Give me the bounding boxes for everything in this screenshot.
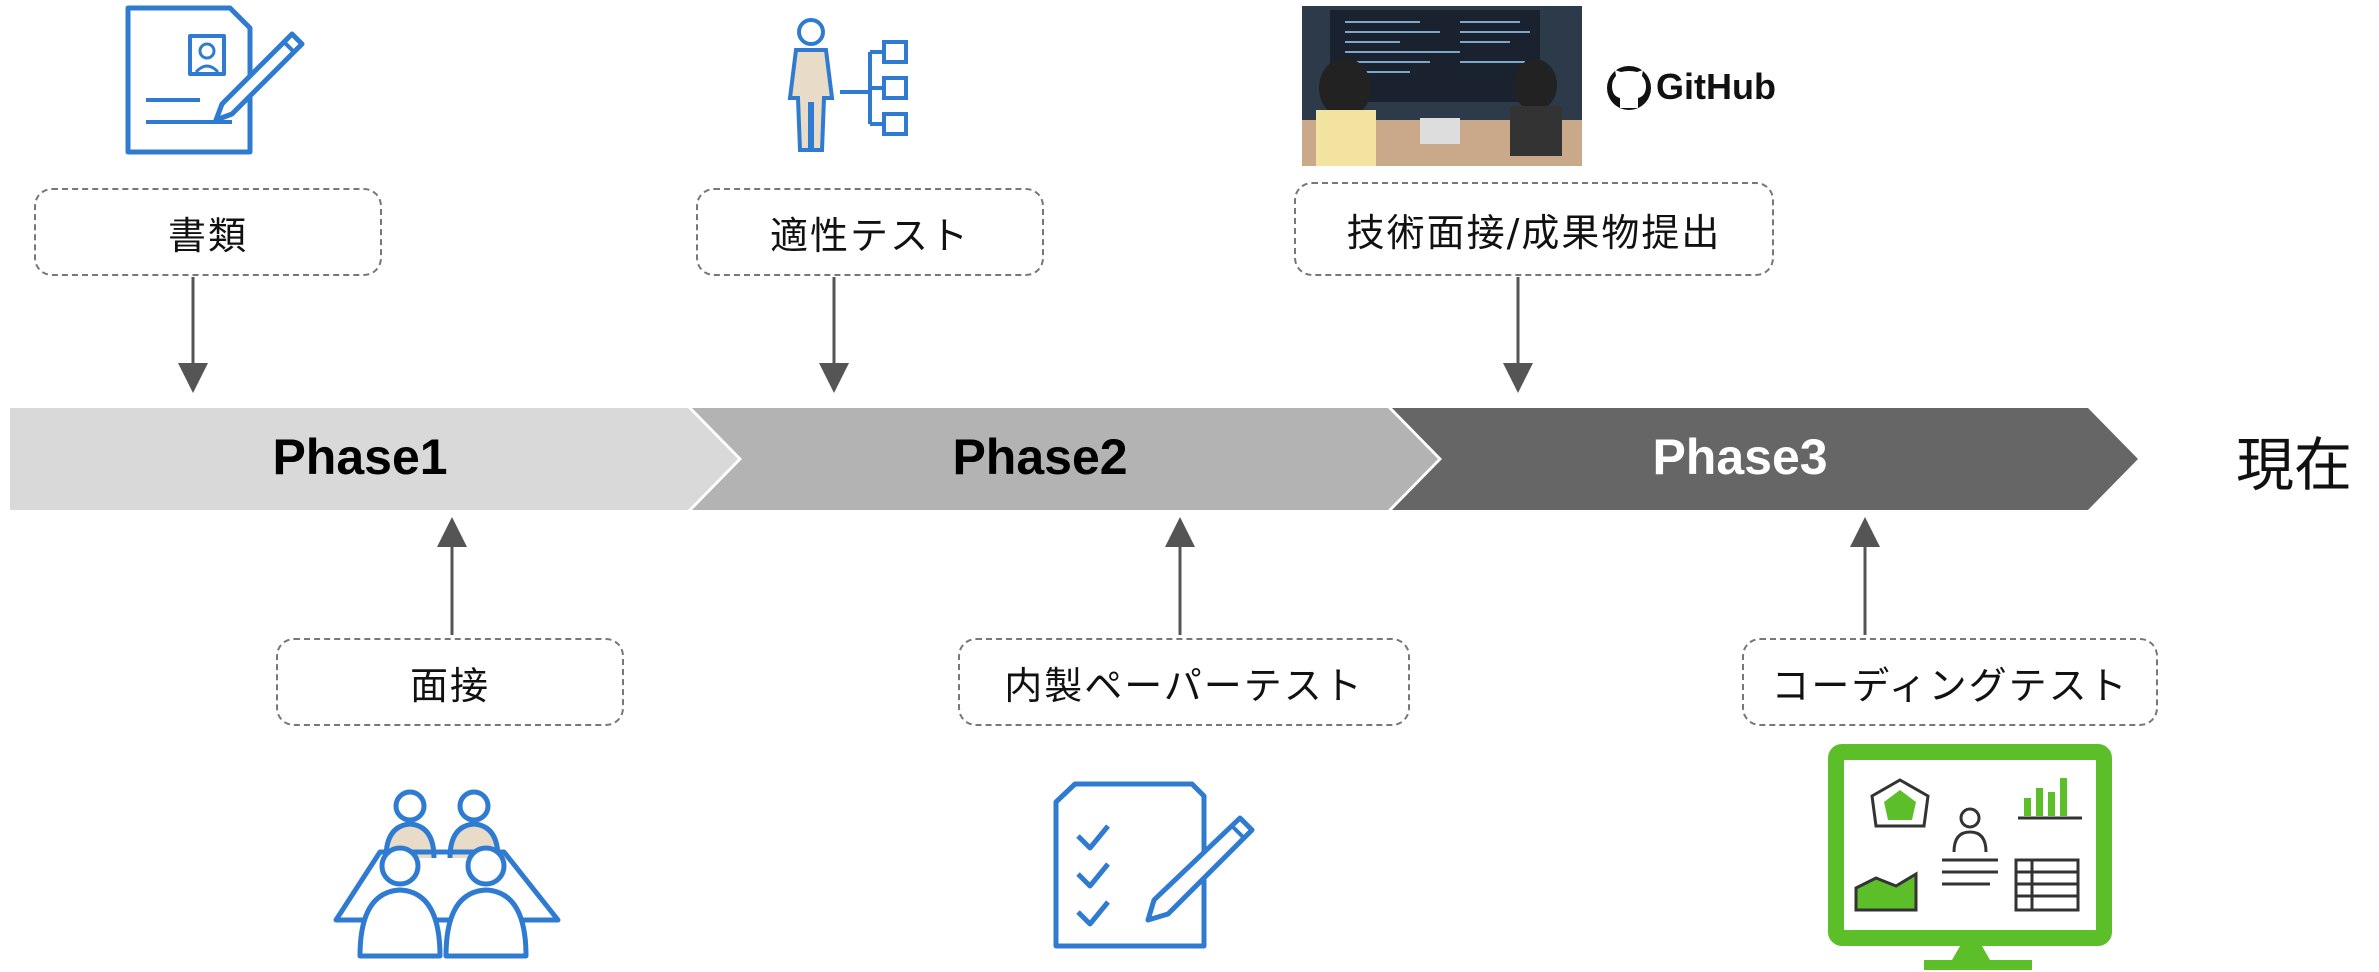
phase2-chevron (692, 408, 1438, 510)
step-box-technical-interview: 技術面接/成果物提出 (1294, 182, 1774, 276)
step-box-aptitude-test: 適性テスト (696, 188, 1044, 276)
step-box-documents: 書類 (34, 188, 382, 276)
github-wordmark: GitHub (1656, 66, 1776, 107)
phase2-label: Phase2 (952, 429, 1128, 485)
document-pen-icon (125, 5, 305, 155)
step-label-technical-interview: 技術面接/成果物提出 (1346, 210, 1722, 255)
step-label-interview: 面接 (409, 663, 490, 708)
org-chart-person-icon (787, 18, 908, 152)
phase1-chevron (10, 408, 738, 510)
step-label-documents: 書類 (167, 213, 248, 258)
phase3-chevron (1392, 408, 2138, 510)
interview-people-icon (333, 789, 561, 959)
now-label: 現在 (2236, 431, 2353, 499)
step-label-aptitude-test: 適性テスト (769, 213, 970, 258)
step-box-coding-test: コーディングテスト (1742, 638, 2158, 726)
monitor-dashboard-icon (1828, 744, 2112, 970)
phase1-label: Phase1 (272, 429, 448, 485)
step-label-coding-test: コーディングテスト (1771, 663, 2129, 708)
checklist-pen-icon (1053, 781, 1255, 949)
github-logo-icon (1607, 66, 1651, 110)
step-box-paper-test: 内製ペーパーテスト (958, 638, 1410, 726)
phase3-label: Phase3 (1652, 429, 1828, 485)
step-label-paper-test: 内製ペーパーテスト (1004, 663, 1364, 708)
step-box-interview: 面接 (276, 638, 624, 726)
photo-meeting-icon (1302, 6, 1582, 166)
